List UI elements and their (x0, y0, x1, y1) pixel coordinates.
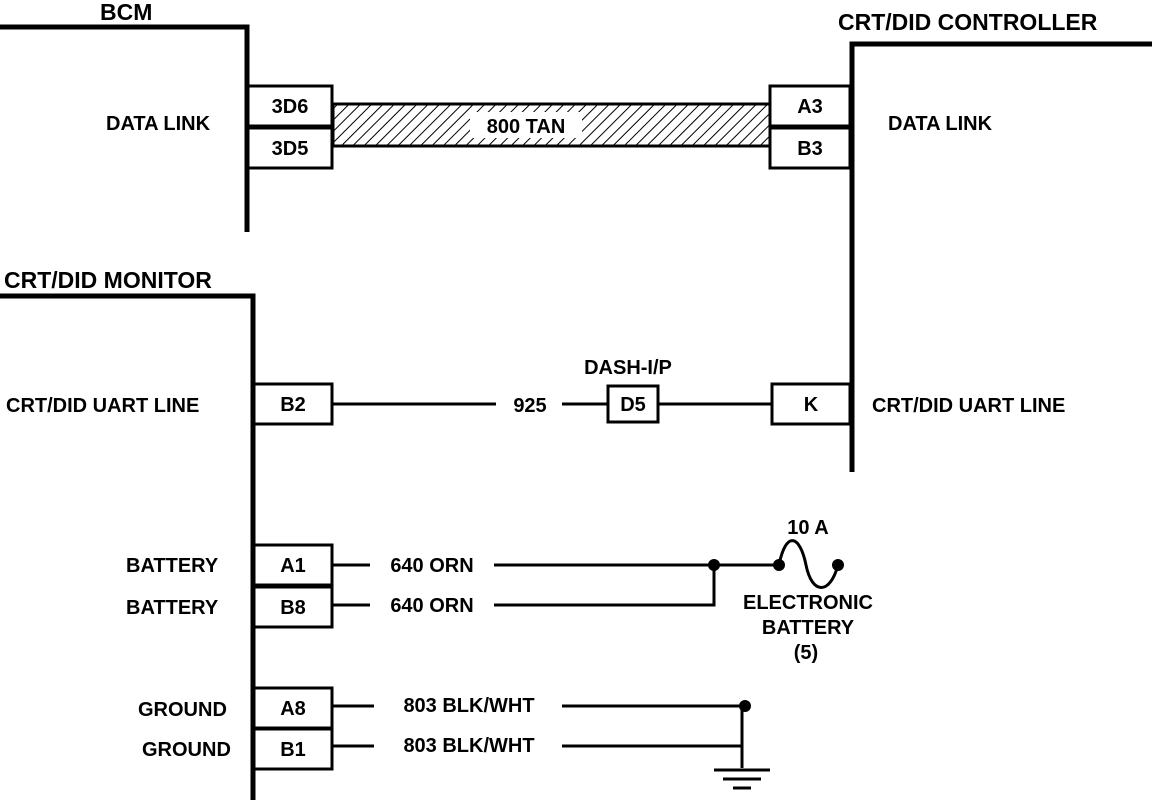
monitor-pin-a8: A8 (280, 698, 306, 720)
fuse-rating: 10 A (787, 517, 829, 539)
monitor-title: CRT/DID MONITOR (4, 267, 212, 293)
monitor-pin-b8: B8 (280, 597, 306, 619)
monitor-pin-b1: B1 (280, 739, 306, 761)
bcm-pin-3d5: 3D5 (272, 138, 309, 160)
monitor-battery-label-1: BATTERY (126, 555, 219, 577)
uart-wire-label: 925 (513, 395, 546, 417)
monitor-pin-box-b1 (252, 727, 334, 771)
fuse-number: (5) (794, 642, 818, 664)
fuse-symbol (777, 539, 840, 589)
ground-wire-label-2: 803 BLK/WHT (403, 735, 534, 757)
data-link-harness: 800 TAN (331, 102, 772, 148)
fuse-name-line2: BATTERY (762, 617, 855, 639)
monitor-pin-box-b2 (252, 382, 334, 426)
controller-pin-a3: A3 (797, 96, 823, 118)
bcm-pin-box-2 (246, 126, 334, 170)
monitor-battery-label-2: BATTERY (126, 597, 219, 619)
battery-circuit: 640 ORN 640 ORN 10 A ELECTRONIC BATTERY … (333, 517, 873, 664)
controller-pin-box-1 (768, 84, 852, 128)
monitor-ground-label-1: GROUND (138, 699, 227, 721)
fuse-name-line1: ELECTRONIC (743, 592, 873, 614)
controller-data-link-label: DATA LINK (888, 113, 993, 135)
monitor-ground-label-2: GROUND (142, 739, 231, 761)
data-link-wire-label: 800 TAN (487, 116, 566, 138)
controller-component: CRT/DID CONTROLLER A3 B3 DATA LINK K CRT… (768, 9, 1152, 472)
monitor-pin-b2: B2 (280, 394, 306, 416)
controller-title: CRT/DID CONTROLLER (838, 9, 1098, 35)
controller-pin-b3: B3 (797, 138, 823, 160)
battery-wire-2 (494, 565, 716, 607)
bcm-pin-3d6: 3D6 (272, 96, 309, 118)
ground-circuit: 803 BLK/WHT 803 BLK/WHT (333, 695, 770, 790)
monitor-pin-a1: A1 (280, 555, 306, 577)
monitor-outline (0, 293, 256, 800)
battery-splice (708, 559, 720, 571)
fuse-terminal-right (832, 559, 844, 571)
harness-label-bg (470, 112, 582, 138)
monitor-pin-box-a8 (252, 686, 334, 730)
controller-pin-box-k (770, 382, 852, 426)
monitor-pin-box-a1 (252, 543, 334, 587)
monitor-uart-label: CRT/DID UART LINE (6, 395, 199, 417)
controller-outline (849, 41, 1152, 472)
ground-icon (714, 768, 770, 790)
controller-uart-label: CRT/DID UART LINE (872, 395, 1065, 417)
bcm-title: BCM (100, 0, 152, 25)
bcm-component: BCM DATA LINK 3D6 3D5 (0, 0, 334, 232)
fuse-terminal-left (773, 559, 785, 571)
connector-pin: D5 (620, 394, 646, 416)
monitor-pin-box-b8 (252, 585, 334, 629)
bcm-data-link-label: DATA LINK (106, 113, 211, 135)
controller-pin-box-2 (768, 126, 852, 170)
controller-pin-k: K (804, 394, 819, 416)
connector-name: DASH-I/P (584, 357, 672, 379)
uart-circuit: 925 DASH-I/P D5 (333, 357, 772, 424)
battery-wire-label-2: 640 ORN (390, 595, 473, 617)
ground-splice (739, 700, 751, 712)
monitor-component: CRT/DID MONITOR CRT/DID UART LINE B2 BAT… (0, 267, 334, 800)
ground-wire-label-1: 803 BLK/WHT (403, 695, 534, 717)
battery-wire-label-1: 640 ORN (390, 555, 473, 577)
